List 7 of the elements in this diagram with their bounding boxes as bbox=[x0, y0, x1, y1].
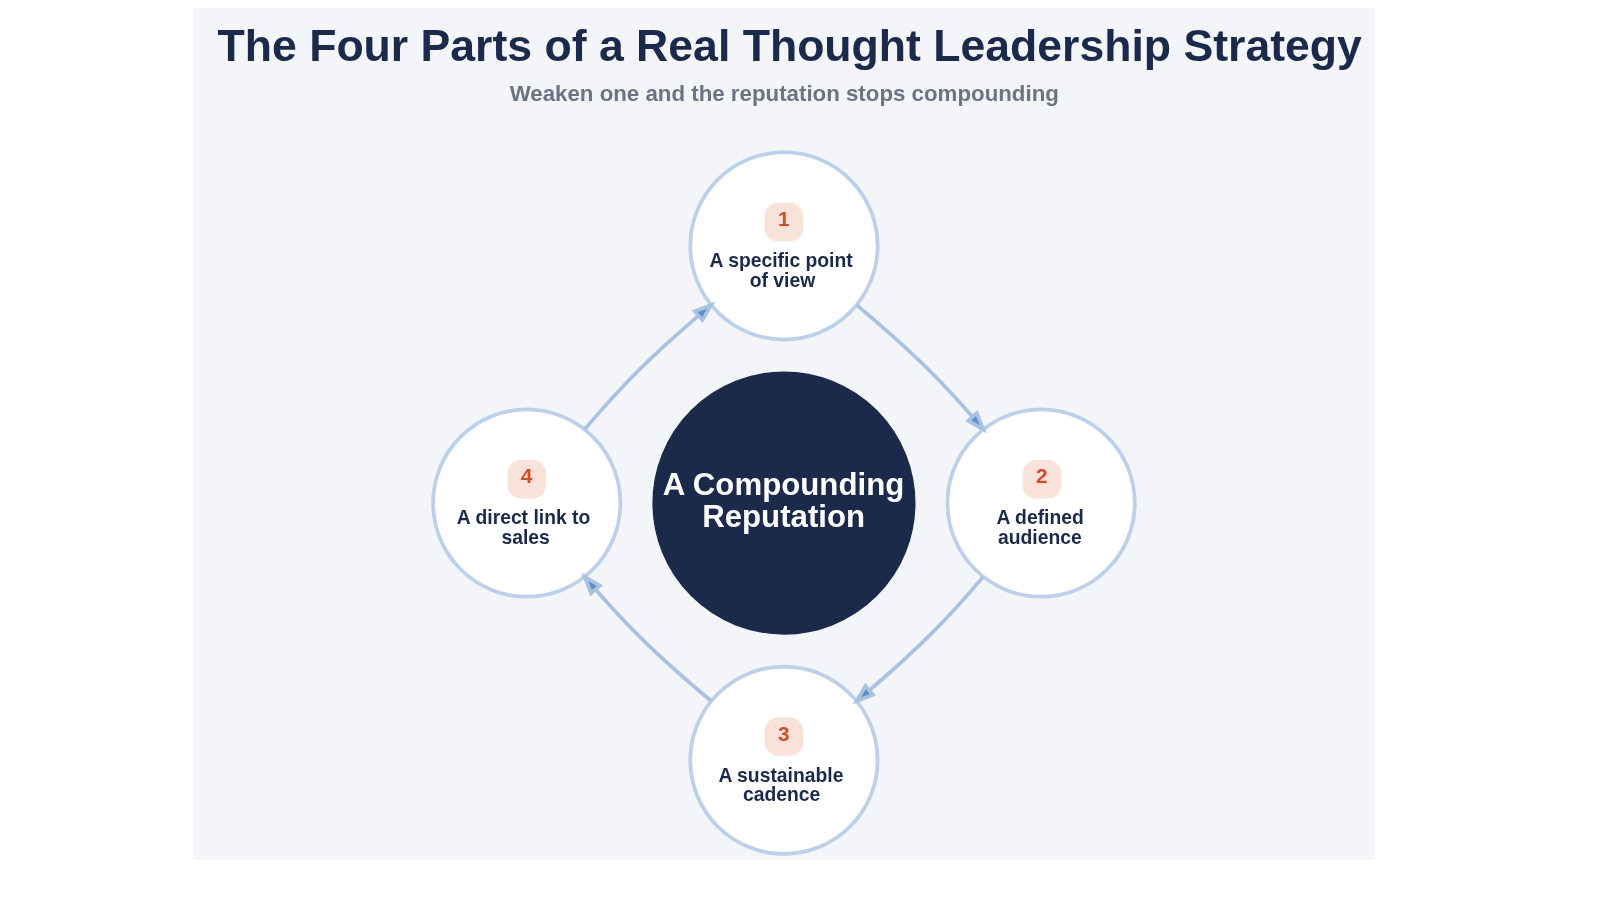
arrow bbox=[583, 301, 716, 431]
arrow bbox=[852, 575, 985, 705]
diagram-title: The Four Parts of a Real Thought Leadership Strategy bbox=[217, 20, 1362, 70]
arrow bbox=[581, 572, 713, 703]
arrow bbox=[855, 303, 987, 434]
caption: Weaken one and the reputation stops compounding bbox=[509, 80, 1059, 106]
node-circle: A Compounding Reputation bbox=[652, 371, 916, 635]
